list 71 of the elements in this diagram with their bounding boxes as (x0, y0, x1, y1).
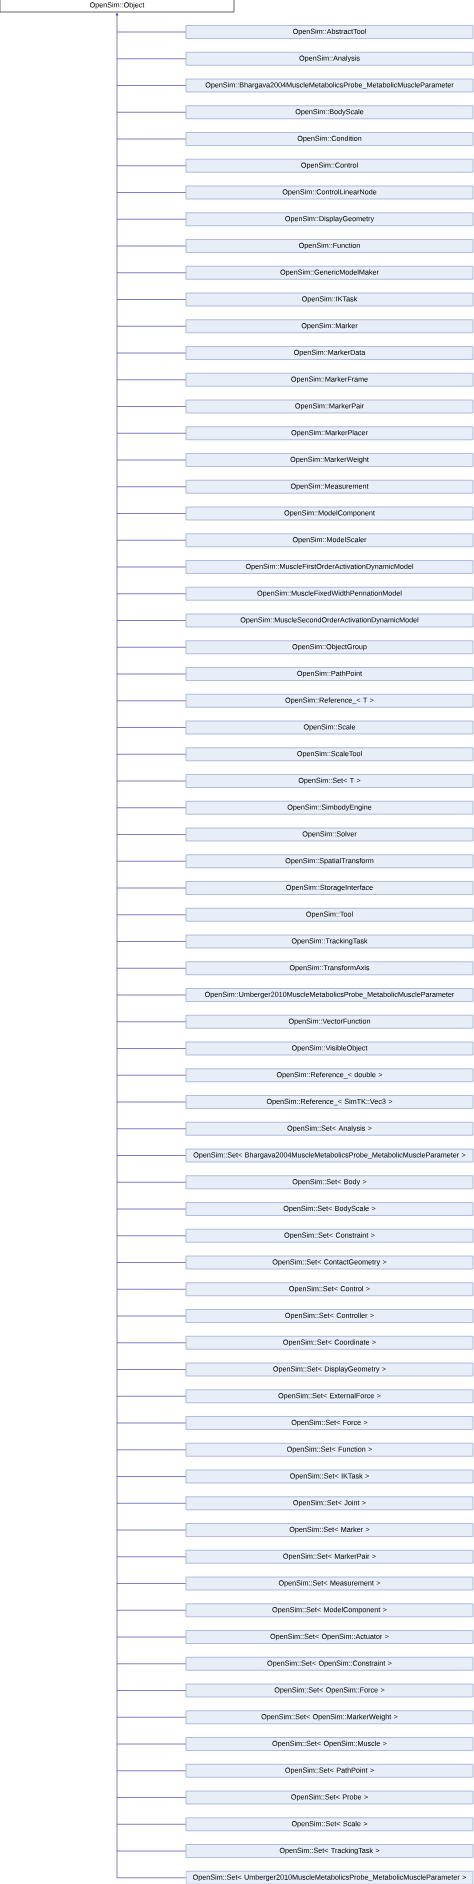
connector-line (116, 1235, 186, 1237)
connector-line (116, 1476, 186, 1477)
connector-line (116, 780, 186, 782)
connector-line (116, 272, 186, 274)
connector-line (116, 1502, 186, 1504)
connector-line (116, 513, 186, 514)
connector-line (116, 646, 186, 648)
connector-line (116, 192, 186, 193)
connector-line (116, 406, 186, 407)
connector-line (116, 1262, 186, 1263)
inheritance-arrow (115, 12, 119, 1879)
connector-line (116, 85, 186, 86)
connector-line (116, 1315, 186, 1317)
connector-line (116, 753, 186, 755)
connector-line (116, 111, 186, 113)
connector-line (116, 1556, 186, 1558)
connector-line (116, 1877, 186, 1879)
connector-line (116, 1128, 186, 1130)
connector-line (116, 1850, 186, 1852)
connector-line (116, 1074, 186, 1076)
connector-line (116, 1743, 186, 1745)
connector-line (116, 1181, 186, 1183)
connector-line (116, 1797, 186, 1798)
connector-line (116, 914, 186, 916)
connector-line (116, 834, 186, 835)
connector-line (116, 1422, 186, 1424)
connector-line (116, 165, 186, 167)
connector-line (116, 1449, 186, 1451)
connector-line (116, 245, 186, 247)
connector-line (116, 566, 186, 568)
connector-line (116, 593, 186, 595)
connector-line (116, 807, 186, 809)
connector-line (116, 1609, 186, 1611)
connector-line (116, 673, 186, 675)
connector-line (116, 1770, 186, 1772)
connector-line (116, 1101, 186, 1103)
connector-line (116, 58, 186, 60)
connector-line (116, 31, 186, 33)
connector-line (116, 1716, 186, 1718)
connector-line (116, 727, 186, 728)
connector-line (116, 941, 186, 942)
connector-line (116, 887, 186, 889)
connector-line (116, 1583, 186, 1584)
connector-line (116, 620, 186, 621)
connector-line (116, 299, 186, 300)
connector-line (116, 1342, 186, 1344)
connector-line (116, 1663, 186, 1665)
connector-line (116, 459, 186, 461)
connector-line (116, 325, 186, 327)
connector-line (116, 1529, 186, 1531)
connector-line (116, 352, 186, 354)
connector-line (116, 1823, 186, 1825)
connector-line (116, 379, 186, 381)
connector-line (116, 218, 186, 220)
connector-line (116, 1021, 186, 1023)
connector-line (116, 1395, 186, 1397)
connector-line (116, 1690, 186, 1691)
connector-line (116, 432, 186, 434)
connector-line (116, 539, 186, 541)
connector-line (116, 994, 186, 996)
connector-line (116, 1288, 186, 1290)
connector-line (116, 1048, 186, 1049)
connector-line (116, 486, 186, 488)
connector-line (116, 1636, 186, 1638)
connector-line (116, 1208, 186, 1210)
connector-line (116, 1369, 186, 1370)
connector-line (116, 860, 186, 862)
connector-line (116, 967, 186, 969)
connector-line (116, 138, 186, 140)
connector-line (116, 1155, 186, 1156)
connector-line (116, 700, 186, 702)
